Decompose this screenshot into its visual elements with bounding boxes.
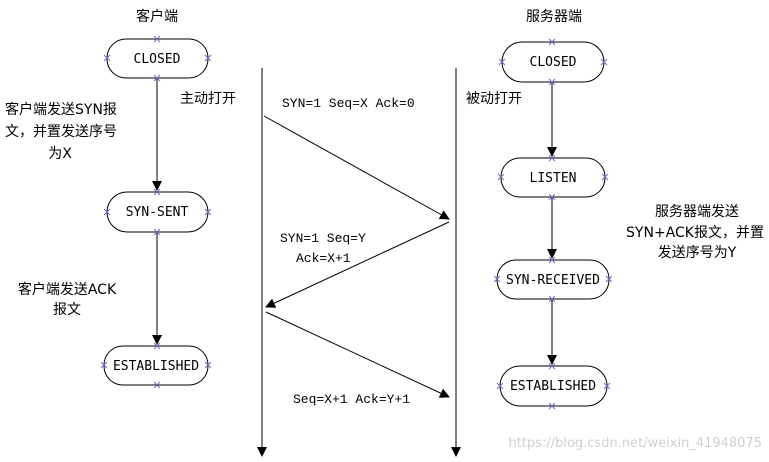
- svg-text:LISTEN: LISTEN: [530, 171, 577, 186]
- server-state-listen: LISTEN: [500, 157, 606, 198]
- client-syn-note-line3: 为X: [48, 146, 72, 162]
- watermark: https://blog.csdn.net/weixin_41948075: [508, 436, 762, 451]
- server-title: 服务器端: [526, 9, 582, 25]
- syn-ack-message-arrow: [265, 221, 450, 308]
- server-state-closed: CLOSED: [501, 41, 605, 83]
- connection-markers: [100, 35, 613, 410]
- svg-text:CLOSED: CLOSED: [530, 55, 577, 70]
- client-state-closed: CLOSED: [106, 38, 209, 79]
- client-state-syn-sent: SYN-SENT: [106, 191, 209, 233]
- svg-text:SYN-SENT: SYN-SENT: [126, 205, 189, 220]
- client-syn-note-line1: 客户端发送SYN报: [5, 101, 117, 118]
- syn-message-label: SYN=1 Seq=X Ack=0: [282, 96, 415, 111]
- syn-ack-message-label-line2: Ack=X+1: [296, 251, 351, 266]
- svg-text:ESTABLISHED: ESTABLISHED: [510, 379, 596, 394]
- server-synack-note-line1: 服务器端发送: [655, 204, 739, 220]
- svg-text:CLOSED: CLOSED: [134, 52, 181, 67]
- client-title: 客户端: [136, 8, 178, 25]
- server-synack-note-line3: 发送序号为Y: [658, 245, 737, 261]
- syn-ack-message-label-line1: SYN=1 Seq=Y: [280, 231, 366, 246]
- server-passive-open-label: 被动打开: [466, 90, 522, 107]
- syn-message-arrow: [263, 115, 450, 220]
- svg-text:SYN-RECEIVED: SYN-RECEIVED: [506, 273, 600, 288]
- client-active-open-label: 主动打开: [180, 90, 236, 107]
- svg-text:ESTABLISHED: ESTABLISHED: [113, 359, 199, 374]
- ack-message-label: Seq=X+1 Ack=Y+1: [293, 392, 410, 407]
- client-syn-note-line2: 文，并置发送序号: [5, 124, 117, 140]
- server-state-established: ESTABLISHED: [499, 365, 608, 407]
- client-state-established: ESTABLISHED: [103, 345, 209, 386]
- ack-message-arrow: [265, 311, 450, 398]
- client-ack-note-line2: 报文: [53, 302, 81, 318]
- server-synack-note-line2: SYN+ACK报文，并置: [626, 225, 764, 241]
- client-ack-note-line1: 客户端发送ACK: [18, 281, 117, 298]
- server-state-syn-received: SYN-RECEIVED: [496, 259, 610, 300]
